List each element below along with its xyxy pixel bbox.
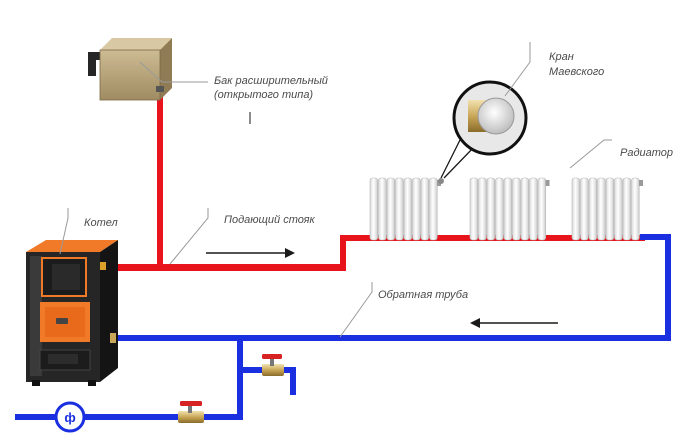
return-pipe-label: Обратная труба: [378, 289, 469, 301]
radiator-section: [403, 177, 412, 241]
radiator-3: [571, 177, 643, 241]
boiler-icon: [26, 240, 118, 386]
radiator-plug: [545, 180, 550, 186]
supply-riser-pipe: [157, 88, 163, 268]
supply-step-pipe: [340, 235, 346, 271]
expansion-tank-icon: [88, 38, 172, 101]
radiator-section: [571, 177, 580, 241]
radiator-section: [512, 177, 521, 241]
return-flow-arrow-icon: [470, 318, 558, 328]
radiator-section: [395, 177, 404, 241]
radiator-section: [469, 177, 478, 241]
radiator-section: [588, 177, 597, 241]
filter-symbol: ф: [64, 410, 75, 425]
leader-lines: [59, 42, 612, 338]
leader-valve: [504, 42, 531, 97]
radiator-section: [386, 177, 395, 241]
radiator-section: [597, 177, 606, 241]
leader-boiler: [59, 208, 69, 255]
radiator-2: [469, 177, 550, 241]
radiator-section: [369, 177, 378, 241]
ball-valve-icon: [262, 354, 284, 376]
tank-label-line1: Бак расширительный: [214, 75, 328, 87]
radiator-section: [622, 177, 631, 241]
leader-supply: [169, 208, 209, 265]
leader-radiator: [569, 139, 612, 169]
makeup-horizontal-pipe: [15, 414, 243, 420]
leader-tank: [139, 61, 208, 83]
radiator-plug: [639, 180, 643, 186]
drain-branch-down: [290, 367, 296, 395]
radiator-section: [580, 177, 589, 241]
radiator-label: Радиатор: [620, 147, 674, 159]
boiler-label: Котел: [84, 217, 118, 229]
radiator-section: [478, 177, 487, 241]
radiator-section: [503, 177, 512, 241]
return-drop-pipe: [237, 335, 243, 420]
return-radiator-outlet: [640, 234, 670, 240]
return-vertical-right: [665, 234, 671, 340]
radiator-1: [369, 177, 441, 241]
return-horizontal-pipe: [112, 335, 671, 341]
radiator-section: [614, 177, 623, 241]
radiator-section: [529, 177, 538, 241]
mayevsky-valve-icon: [438, 80, 528, 184]
valve-label-line1: Кран: [549, 51, 574, 63]
flow-arrow-icon: [206, 248, 295, 258]
radiator-section: [631, 177, 640, 241]
filter-icon: ф: [54, 401, 86, 433]
tank-label-line2: (открытого типа): [214, 89, 314, 101]
radiator-section: [520, 177, 529, 241]
radiator-section: [429, 177, 438, 241]
radiator-section: [605, 177, 614, 241]
supply-riser-label: Подающий стояк: [224, 214, 315, 226]
radiator-section: [495, 177, 504, 241]
radiator-section: [537, 177, 546, 241]
radiator-section: [486, 177, 495, 241]
valve-label-line2: Маевского: [549, 66, 605, 78]
radiator-section: [378, 177, 387, 241]
leader-return: [339, 282, 373, 338]
radiator-section: [412, 177, 421, 241]
radiator-section: [420, 177, 429, 241]
makeup-ball-valve-icon: [178, 401, 204, 423]
supply-horizontal-pipe: [108, 264, 345, 271]
